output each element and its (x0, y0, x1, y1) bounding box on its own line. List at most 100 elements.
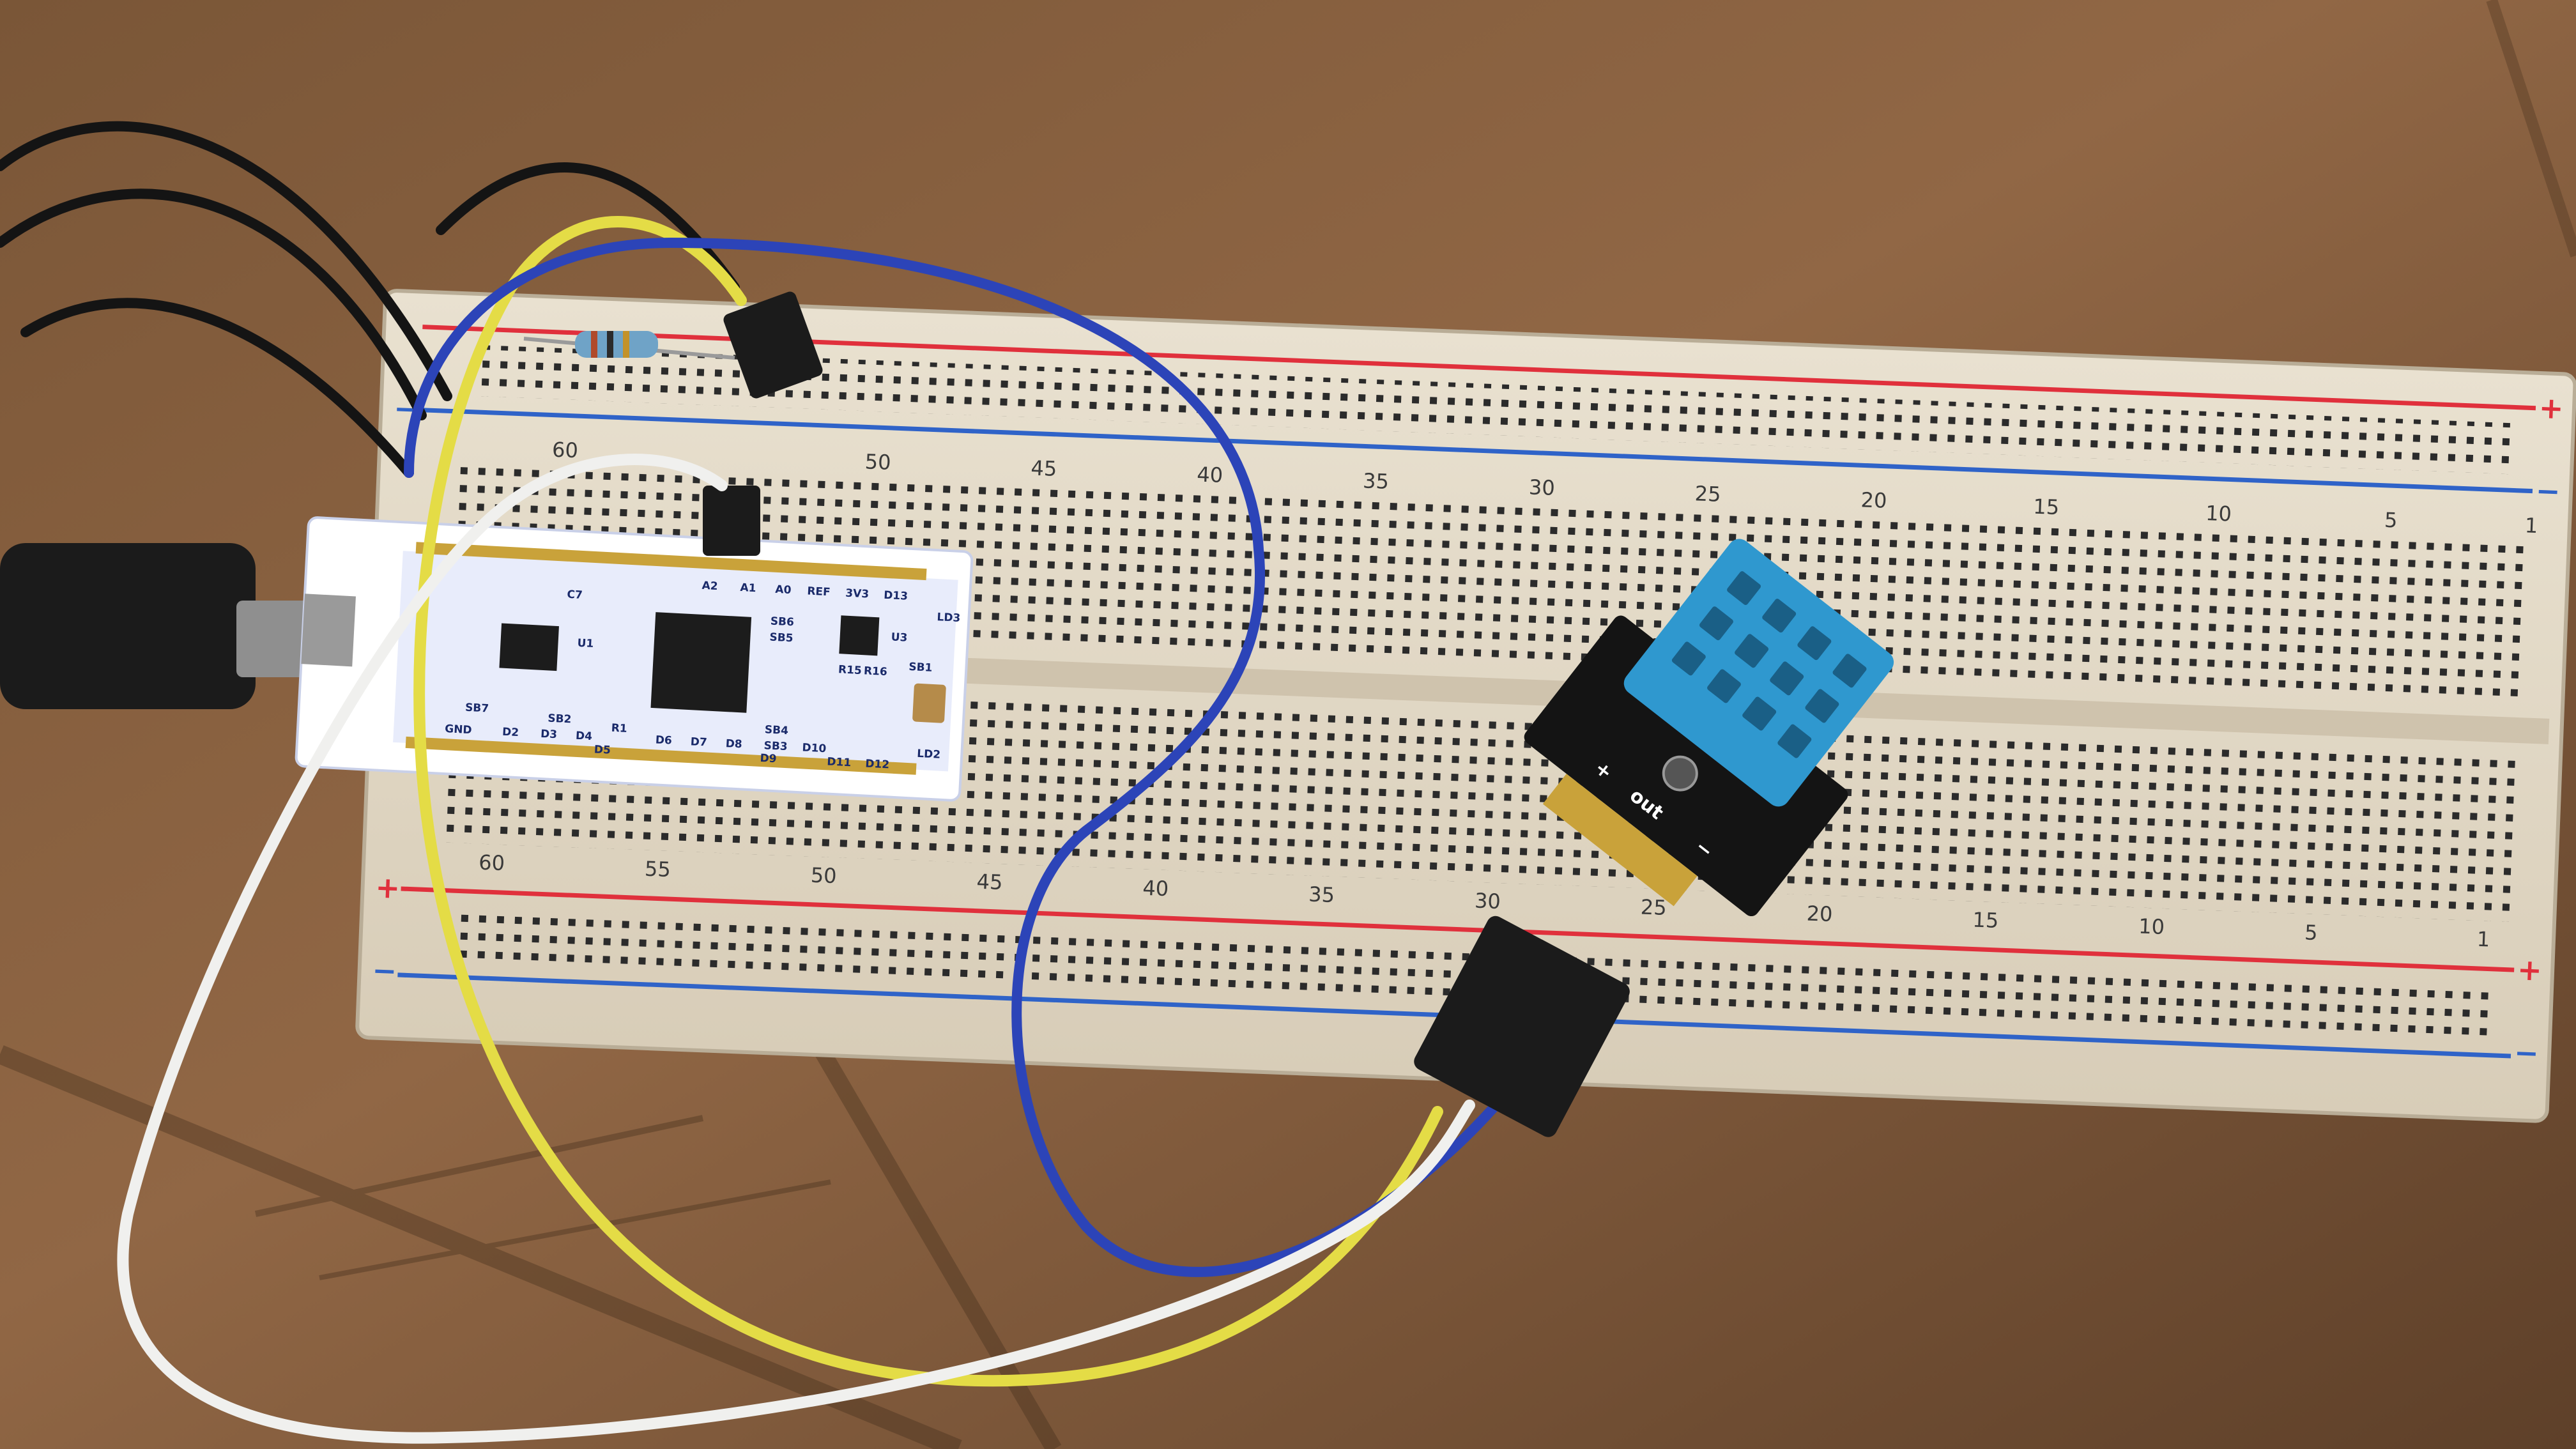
bottom-num-60: 60 (479, 850, 505, 876)
mcu-misc-labels: SB1 SB2 SB7 R15 R16 C7 (465, 588, 933, 726)
mcu-mid-labels: SB6 SB5 SB4 SB3 LD3 LD2 U3 U1 R1 (577, 611, 961, 762)
top-num-1: 1 (2524, 513, 2538, 538)
pin-label-d13: D13 (884, 589, 908, 603)
sensor-grille (1671, 571, 1867, 758)
jumper-connector-mid (703, 486, 760, 556)
pin-label-d5: D5 (594, 743, 611, 756)
pin-label-d6: D6 (655, 733, 672, 747)
mcu-board: A2 A1 A0 REF 3V3 D13 SB6 SB5 SB4 SB3 LD3… (295, 516, 974, 802)
label-sb6: SB6 (770, 615, 794, 629)
label-sb1: SB1 (908, 661, 933, 675)
bottom-minus-sign: − (372, 953, 398, 988)
pin-label-d9: D9 (760, 752, 777, 765)
pin-label-d3: D3 (540, 728, 558, 741)
top-column-numbers: 60 50 45 40 35 30 25 20 15 10 5 1 (551, 438, 2538, 538)
pin-label-d10: D10 (802, 741, 827, 755)
usb-cable-jacket (0, 543, 256, 709)
top-num-60: 60 (551, 438, 578, 463)
right-minus-sign: − (2513, 1035, 2540, 1070)
label-r16: R16 (863, 664, 887, 678)
bottom-num-20: 20 (1806, 901, 1833, 927)
pin-label-a2: A2 (702, 579, 718, 593)
yellow-wire (413, 216, 1443, 1387)
right-plus-sign: + (2517, 952, 2543, 987)
pin-label-ref: REF (807, 585, 831, 599)
top-num-45: 45 (1031, 456, 1057, 481)
top-plus-sign: + (2538, 390, 2564, 425)
label-r1: R1 (611, 722, 627, 735)
label-u1: U1 (577, 637, 594, 650)
bottom-num-5: 5 (2304, 920, 2318, 945)
pin-label-gnd: GND (445, 723, 472, 737)
label-c7: C7 (567, 588, 583, 602)
bottom-num-40: 40 (1142, 876, 1169, 901)
mcu-regulator-chip (839, 615, 880, 656)
top-num-20: 20 (1860, 487, 1887, 513)
bottom-plus-sign: + (375, 870, 401, 905)
mcu-bottom-pin-labels: GND D2 D3 D4 D5 D6 D7 D8 D9 D10 D11 D12 (445, 723, 890, 772)
mcu-main-chip (650, 612, 752, 713)
dht11-sensor-module: + out − (1524, 539, 1894, 917)
sensor-pot (1662, 755, 1698, 792)
usb-cable (0, 543, 313, 709)
bottom-header-pins (405, 736, 917, 775)
sensor-housing (1623, 539, 1894, 807)
bottom-num-10: 10 (2138, 914, 2165, 939)
bottom-red-rail-line (401, 886, 2515, 972)
bottom-num-55: 55 (644, 857, 671, 882)
label-ld3: LD3 (937, 611, 961, 625)
label-sb4: SB4 (764, 723, 788, 737)
top-rail-holes (471, 344, 2516, 475)
usb-connector (301, 594, 356, 667)
pin-label-d4: D4 (576, 730, 593, 743)
top-minus-sign: − (2535, 473, 2561, 509)
resistor-body (575, 331, 658, 358)
top-num-15: 15 (2033, 494, 2060, 520)
pin-label-d8: D8 (725, 737, 742, 751)
sensor-header-pins (1542, 774, 1698, 907)
top-num-25: 25 (1694, 481, 1721, 507)
black-wires (0, 121, 740, 478)
pin-label-d7: D7 (690, 735, 707, 749)
bottom-num-45: 45 (976, 870, 1003, 895)
top-num-10: 10 (2205, 501, 2232, 526)
upper-terminal-holes (449, 465, 2531, 705)
bottom-num-35: 35 (1308, 882, 1335, 908)
pin-label-d12: D12 (865, 758, 890, 772)
jumper-connector-top (723, 291, 823, 399)
resistor (523, 331, 735, 360)
pin-label-a0: A0 (775, 583, 792, 597)
pin-label-d2: D2 (502, 726, 519, 739)
usb-plug-metal (236, 601, 313, 677)
pin-label-d11: D11 (827, 755, 852, 769)
top-blue-rail-line (419, 408, 2533, 494)
top-header-pins (415, 542, 927, 581)
top-num-30: 30 (1528, 475, 1555, 500)
top-num-50: 50 (864, 449, 891, 475)
top-num-5: 5 (2384, 508, 2398, 533)
label-ld2: LD2 (917, 747, 941, 762)
pin-label-3v3: 3V3 (845, 587, 870, 601)
label-r15: R15 (838, 663, 862, 677)
label-sb7: SB7 (465, 702, 489, 716)
mcu-top-pin-labels: A2 A1 A0 REF 3V3 D13 (702, 579, 908, 603)
white-wire (117, 454, 1475, 1444)
bottom-num-25: 25 (1640, 895, 1667, 921)
bottom-num-15: 15 (1972, 907, 1999, 933)
label-sb3: SB3 (763, 739, 788, 753)
reset-button[interactable] (912, 683, 946, 723)
blue-wire (404, 237, 1506, 1277)
mcu-small-chip (499, 623, 559, 671)
label-sb5: SB5 (769, 631, 793, 645)
sensor-jumper-connectors (1414, 916, 1630, 1137)
label-u3: U3 (891, 631, 908, 644)
label-sb2: SB2 (548, 712, 572, 726)
bottom-num-1: 1 (2476, 927, 2490, 952)
top-num-40: 40 (1197, 462, 1223, 487)
bottom-num-30: 30 (1474, 889, 1501, 914)
top-num-35: 35 (1362, 468, 1389, 494)
bottom-num-50: 50 (810, 863, 837, 889)
pin-label-a1: A1 (740, 581, 756, 595)
bottom-column-numbers: 60 55 50 45 40 35 30 25 20 15 10 5 1 (479, 850, 2490, 952)
